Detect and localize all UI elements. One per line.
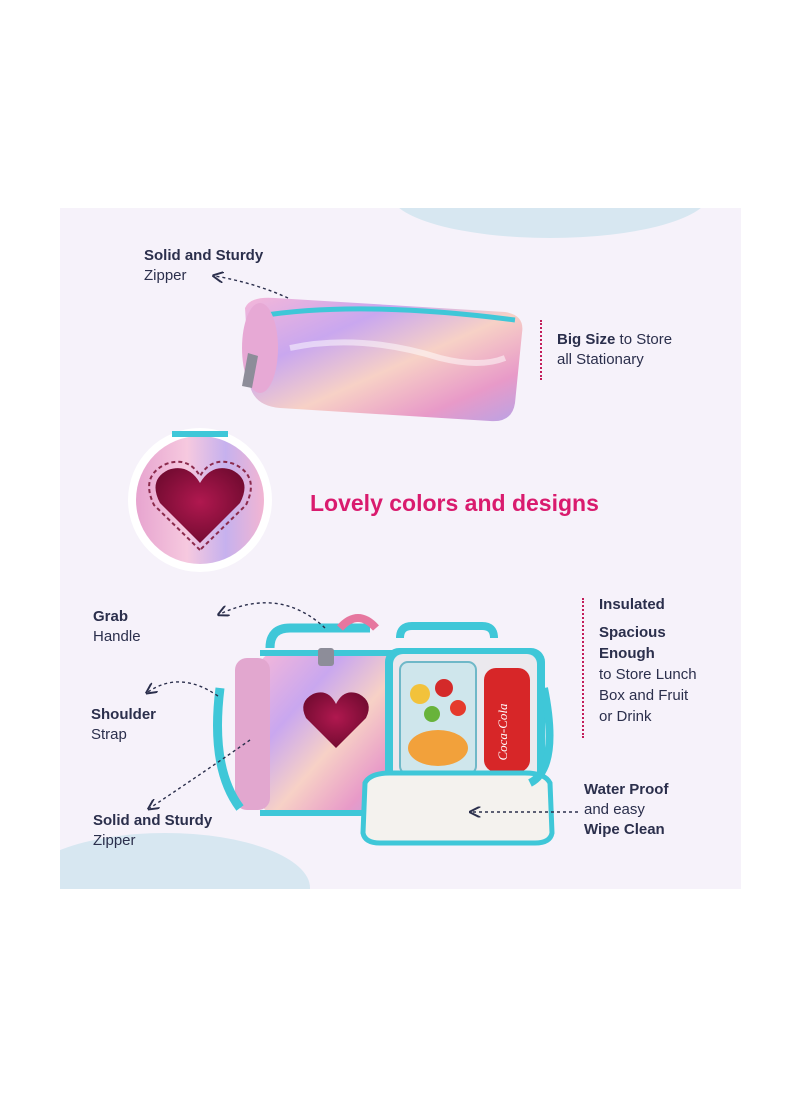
insulated-title: Insulated — [599, 596, 665, 613]
insulated-desc-1: to Store Lunch — [599, 666, 697, 683]
headline: Lovely colors and designs — [310, 490, 599, 516]
bread-roll — [408, 730, 468, 766]
heart-detail-circle — [128, 428, 272, 572]
insulated-divider — [582, 598, 584, 738]
zipper-bottom-title: Solid and Sturdy — [93, 812, 213, 829]
lunch-bag-open: Coca-Cola — [360, 622, 555, 846]
can-label: Coca-Cola — [495, 703, 510, 761]
product-illustration: Coca-Cola — [128, 208, 578, 846]
waterproof-subtitle: and easy — [584, 801, 645, 818]
big-size-subtitle-1: to Store — [619, 331, 673, 348]
open-lid — [360, 770, 555, 846]
wipe-clean-title: Wipe Clean — [584, 821, 665, 838]
zipper-top-title: Solid and Sturdy — [144, 247, 264, 264]
lunch-bag-closed — [213, 614, 400, 816]
big-size-label: Big Size to Store all Stationary — [557, 330, 672, 370]
zipper-bottom-label: Solid and Sturdy Zipper — [93, 811, 212, 851]
zipper-pull-icon — [242, 353, 258, 388]
shoulder-strap-label: Shoulder Strap — [91, 705, 156, 745]
zipper-pull-icon-2 — [318, 648, 334, 666]
zipper-bottom-pointer — [150, 739, 251, 808]
drink-bottle — [484, 668, 530, 772]
shoulder-title: Shoulder — [91, 706, 157, 723]
pencil-case-zipper — [259, 306, 516, 323]
grab-handle — [265, 623, 370, 649]
spacious-title: Spacious — [599, 624, 666, 641]
big-size-title: Big Size — [557, 331, 616, 348]
grab-handle-label: Grab Handle — [93, 607, 141, 647]
grab-subtitle: Handle — [93, 628, 141, 645]
sequin-heart-icon — [155, 468, 245, 543]
lunch-bag-heart-icon — [303, 692, 369, 748]
zipper-top-pointer — [215, 276, 289, 299]
insulated-desc-2: Box and Fruit — [599, 687, 689, 704]
big-size-divider — [540, 320, 542, 380]
product-panel: Coca-Cola Solid and Sturdy Zipper Big Si… — [60, 208, 741, 889]
zipper-top-label: Solid and Sturdy Zipper — [144, 246, 263, 286]
enough-title: Enough — [599, 645, 655, 662]
insulated-desc-3: or Drink — [599, 708, 652, 725]
zipper-top-subtitle: Zipper — [144, 267, 187, 284]
insulated-label: Insulated Spacious Enough to Store Lunch… — [599, 594, 697, 727]
waterproof-title: Water Proof — [584, 781, 669, 798]
pencil-case — [242, 297, 523, 422]
shoulder-strap — [213, 687, 244, 811]
grab-pointer — [220, 602, 326, 629]
shoulder-subtitle: Strap — [91, 726, 127, 743]
top-handle-loop — [337, 614, 379, 631]
zipper-bottom-subtitle: Zipper — [93, 832, 136, 849]
big-size-subtitle-2: all Stationary — [557, 351, 644, 368]
shoulder-pointer — [148, 681, 219, 697]
grab-title: Grab — [93, 608, 129, 625]
waterproof-label: Water Proof and easy Wipe Clean — [584, 780, 668, 840]
